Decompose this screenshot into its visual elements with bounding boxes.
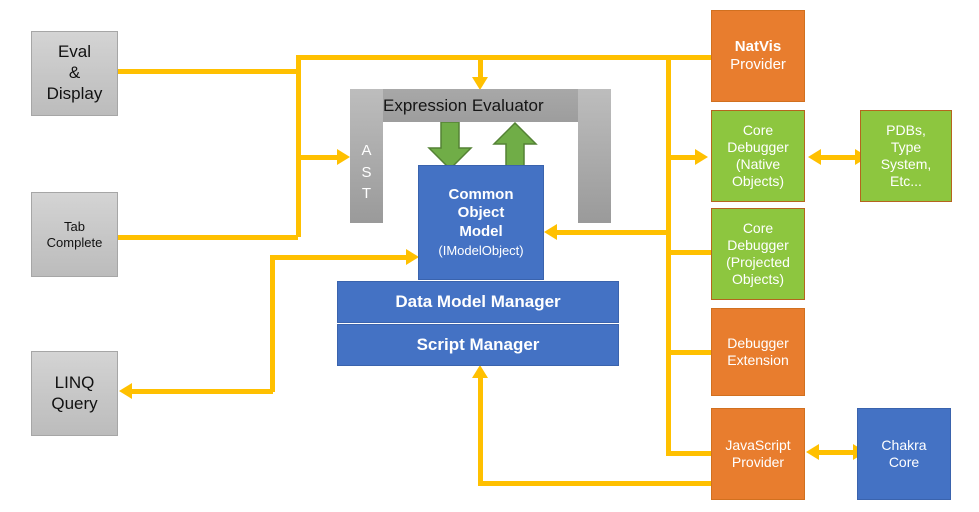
debugger-extension-label: Debugger Extension: [727, 334, 789, 368]
connector-to-linq-query: [132, 389, 273, 394]
arrow-to-core-debugger-native-right: [808, 149, 821, 165]
connector-left-vertical-bus: [296, 55, 301, 237]
connector-bus-to-debugger-extension: [666, 350, 712, 355]
ast-letter-t: T: [361, 185, 372, 203]
chakra-core-box[interactable]: Chakra Core: [857, 408, 951, 500]
connector-javascript-up-to-script-manager: [478, 378, 483, 483]
core-debugger-projected-box[interactable]: Core Debugger (Projected Objects): [711, 208, 805, 300]
expression-evaluator-top-bar: [383, 89, 578, 122]
ast-letter-a: A: [361, 141, 372, 159]
connector-providers-to-common-object-model: [556, 230, 668, 235]
arrow-into-common-object-model-right: [544, 224, 557, 240]
expression-evaluator-left-leg: [350, 89, 383, 223]
common-object-model-box[interactable]: Common Object Model (IModelObject): [418, 165, 544, 280]
connector-linq-vertical: [270, 255, 275, 392]
connector-right-bus-upper: [666, 55, 671, 235]
arrow-into-linq-query: [119, 383, 132, 399]
connector-core-debugger-to-pdbs: [820, 155, 860, 160]
connector-branch-to-evaluator: [478, 55, 483, 79]
arrow-into-script-manager: [472, 365, 488, 378]
client-box-eval-display[interactable]: Eval&Display: [31, 31, 118, 116]
javascript-provider-label: JavaScript Provider: [725, 436, 791, 470]
data-model-manager-label: Data Model Manager: [395, 291, 561, 311]
core-debugger-native-label: Core Debugger (Native Objects): [727, 121, 789, 190]
connector-bus-to-core-debugger-native: [666, 155, 696, 160]
connector-javascript-bottom-run: [478, 481, 712, 486]
green-arrow-up-icon: [492, 122, 538, 170]
data-model-manager-box[interactable]: Data Model Manager: [337, 281, 619, 323]
connector-eval-to-bus: [118, 69, 300, 74]
pdbs-type-system-label: PDBs, Type System, Etc...: [880, 121, 932, 190]
arrow-into-common-object-model-left: [406, 249, 419, 265]
connector-bus-to-ast: [296, 155, 338, 160]
connector-to-common-object-model: [270, 255, 412, 260]
script-manager-label: Script Manager: [416, 334, 540, 354]
common-object-model-label: Common Object Model (IModelObject): [419, 186, 543, 259]
script-manager-box[interactable]: Script Manager: [337, 324, 619, 366]
connector-bus-to-javascript-provider: [666, 451, 712, 456]
debugger-extension-box[interactable]: Debugger Extension: [711, 308, 805, 396]
client-box-eval-display-label: Eval&Display: [46, 42, 103, 103]
ast-letter-s: S: [361, 163, 372, 181]
green-arrow-down-icon: [427, 122, 473, 170]
expression-evaluator-right-leg: [578, 89, 611, 223]
core-debugger-projected-label: Core Debugger (Projected Objects): [726, 219, 790, 288]
connector-right-bus-lower: [666, 230, 671, 455]
common-object-model-interface: (IModelObject): [438, 243, 524, 259]
chakra-core-label: Chakra Core: [881, 436, 927, 470]
expression-evaluator-title: Expression Evaluator: [383, 95, 544, 115]
arrow-into-ast: [337, 149, 350, 165]
core-debugger-native-box[interactable]: Core Debugger (Native Objects): [711, 110, 805, 202]
connector-javascript-to-chakra: [818, 450, 858, 455]
javascript-provider-box[interactable]: JavaScript Provider: [711, 408, 805, 500]
arrow-into-core-debugger-native: [695, 149, 708, 165]
arrow-to-javascript-provider-right: [806, 444, 819, 460]
arrow-into-expression-evaluator: [472, 77, 488, 90]
connector-tabcomplete-to-bus: [118, 235, 298, 240]
connector-top-run-to-natvis: [296, 55, 712, 60]
ast-label: A S T: [350, 122, 383, 223]
connector-bus-to-core-debugger-projected: [666, 250, 712, 255]
pdbs-type-system-box[interactable]: PDBs, Type System, Etc...: [860, 110, 952, 202]
